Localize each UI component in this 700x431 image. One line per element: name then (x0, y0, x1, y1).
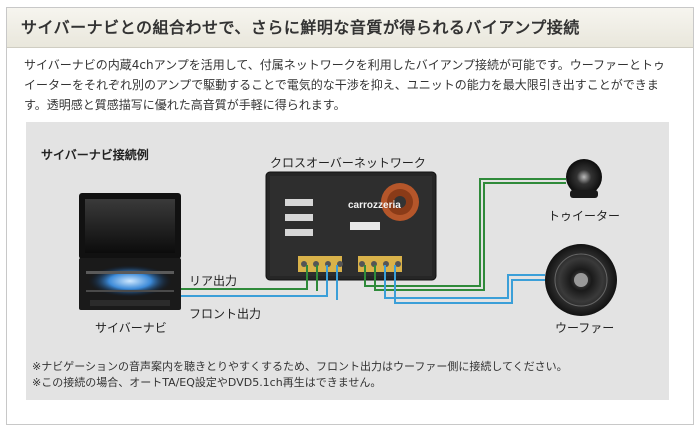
navi-label: サイバーナビ (95, 321, 167, 335)
rear-output-label: リア出力 (189, 274, 238, 288)
network-label: クロスオーバーネットワーク (270, 156, 426, 170)
cybernavi-unit-image (79, 193, 181, 310)
tweeter-label: トゥイーター (548, 209, 621, 223)
tweeter-image (566, 159, 602, 198)
woofer-label: ウーファー (555, 321, 615, 335)
woofer-image (545, 244, 617, 316)
note-1: ※ナビゲーションの音声案内を聴きとりやすくするため、フロント出力はウーファー側に… (32, 360, 568, 373)
section-title: サイバーナビとの組合わせで、さらに鮮明な音質が得られるバイアンプ接続 (21, 18, 580, 37)
note-2: ※この接続の場合、オートTA/EQ設定やDVD5.1ch再生はできません。 (32, 376, 382, 389)
front-output-label: フロント出力 (189, 307, 262, 321)
front-output-wire (181, 265, 545, 304)
rear-output-wire (181, 178, 566, 291)
diagram-title: サイバーナビ接続例 (41, 148, 149, 162)
description-text: サイバーナビの内蔵4chアンプを活用して、付属ネットワークを利用したバイアンプ接… (24, 58, 666, 112)
section-header: サイバーナビとの組合わせで、さらに鮮明な音質が得られるバイアンプ接続 (7, 8, 693, 48)
brand-logo: carrozzeria (348, 200, 401, 211)
crossover-network-image: carrozzeria (265, 171, 437, 281)
